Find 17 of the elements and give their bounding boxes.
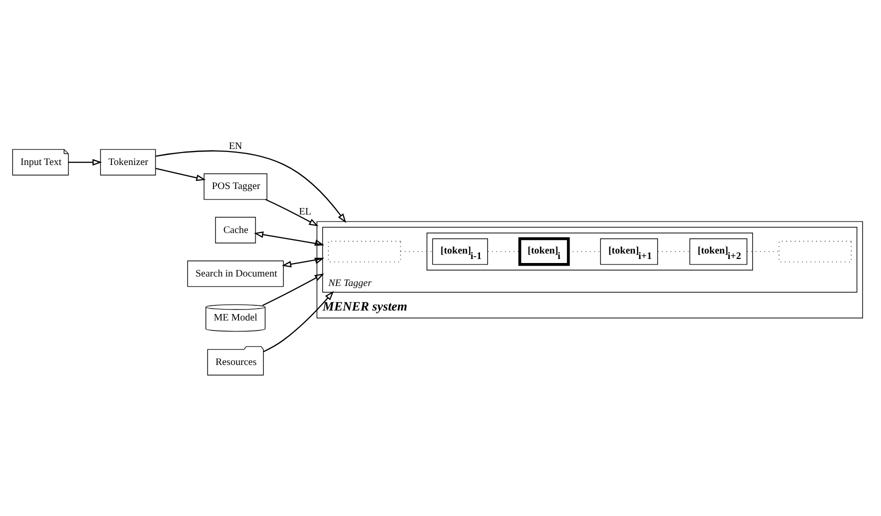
node-box [778,240,852,262]
node-box: Cache [215,216,256,244]
arrow [282,258,324,268]
arrow [156,150,346,223]
arrow [265,199,318,226]
arrow [156,168,206,182]
cluster [426,232,753,270]
arrow [68,158,102,166]
arrow [262,273,324,306]
node-box [328,240,401,262]
edge-label: EL [299,206,312,218]
edge-label: EN [228,140,242,152]
node-box: Tokenizer [100,149,156,176]
arrow [263,290,334,352]
arrow [254,231,324,246]
node-box: Search in Document [187,260,284,287]
node-box: POS Tagger [204,173,268,200]
